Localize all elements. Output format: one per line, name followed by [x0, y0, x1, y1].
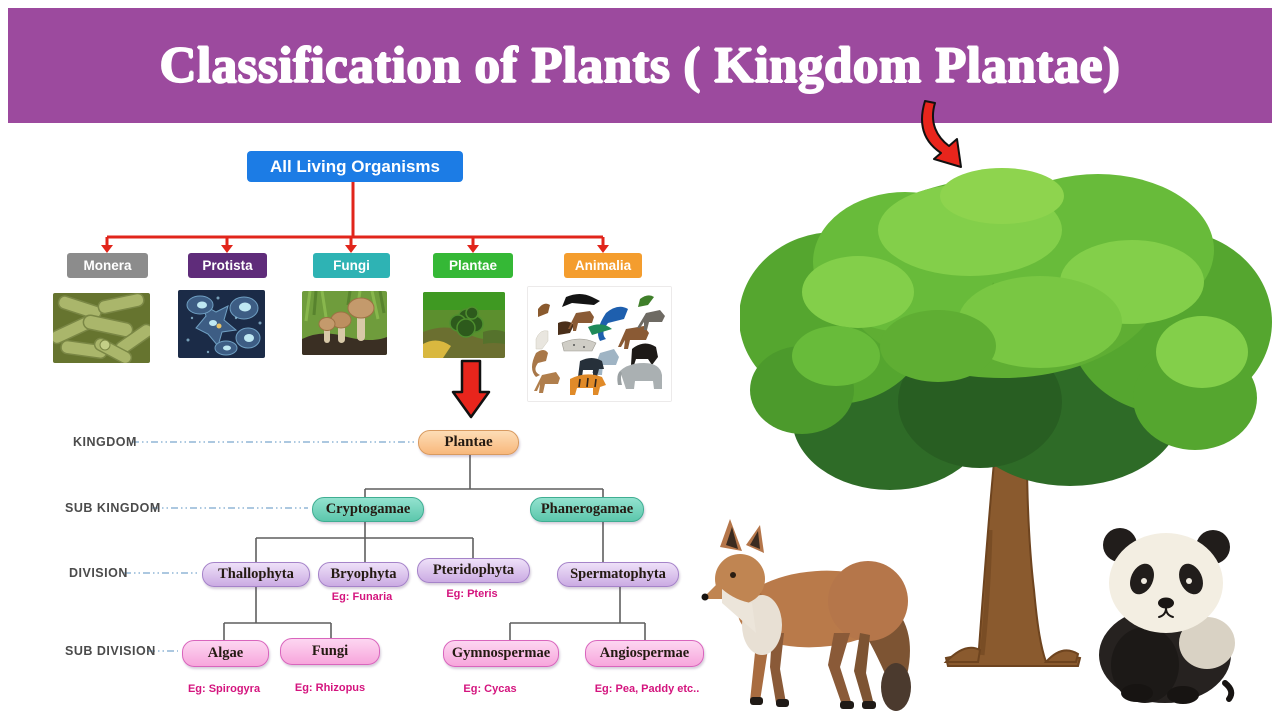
- node-cryptogamae: Cryptogamae: [312, 497, 424, 522]
- flowchart-connectors: [105, 182, 605, 246]
- node-thallophyta: Thallophyta: [202, 562, 310, 587]
- node-fungi: Fungi: [280, 638, 380, 665]
- node-spermatophyta-label: Spermatophyta: [570, 566, 666, 582]
- protista-thumbnail: [178, 290, 265, 358]
- red-curved-arrow-icon: [921, 100, 962, 168]
- fox-illustration: [701, 519, 911, 711]
- fungi-thumbnail: [302, 291, 387, 355]
- node-pteridophyta-label: Pteridophyta: [432, 562, 515, 578]
- node-angiospermae-label: Angiospermae: [599, 645, 690, 661]
- node-algae-label: Algae: [207, 645, 244, 661]
- animalia-label: Animalia: [574, 258, 632, 273]
- node-bryophyta-label: Bryophyta: [330, 566, 397, 582]
- flowchart-arrowheads: [101, 245, 609, 253]
- node-spermatophyta: Spermatophyta: [557, 562, 679, 587]
- plantae-label: Plantae: [448, 258, 498, 273]
- animalia-thumbnail: [527, 286, 672, 402]
- level-label-sub-kingdom: SUB KINGDOM: [65, 501, 161, 515]
- example-rhizopus: Eg: Rhizopus: [294, 682, 366, 694]
- red-down-arrow-icon: [451, 359, 491, 419]
- kingdom-chip-fungi: Fungi: [313, 253, 390, 278]
- monera-thumbnail: [53, 293, 150, 363]
- plantae-thumbnail: [423, 292, 505, 358]
- node-phanerogamae: Phanerogamae: [530, 497, 644, 522]
- node-phanerogamae-label: Phanerogamae: [540, 501, 634, 517]
- example-pteris: Eg: Pteris: [446, 588, 498, 600]
- kingdom-chip-monera: Monera: [67, 253, 148, 278]
- node-cryptogamae-label: Cryptogamae: [325, 501, 411, 517]
- node-fungi-label: Fungi: [311, 643, 349, 659]
- kingdom-chip-animalia: Animalia: [564, 253, 642, 278]
- all-living-organisms-box: All Living Organisms: [247, 151, 463, 182]
- level-label-sub-division: SUB DIVISION: [65, 644, 156, 658]
- page-title: Classification of Plants ( Kingdom Plant…: [159, 37, 1121, 94]
- node-gymnospermae: Gymnospermae: [443, 640, 559, 667]
- node-thallophyta-label: Thallophyta: [218, 566, 294, 582]
- node-plantae-label: Plantae: [444, 434, 493, 450]
- level-dash-lines: [124, 441, 414, 652]
- level-label-division: DIVISION: [69, 566, 128, 580]
- node-gymnospermae-label: Gymnospermae: [451, 645, 551, 661]
- node-pteridophyta: Pteridophyta: [417, 558, 530, 583]
- kingdom-chip-protista: Protista: [188, 253, 267, 278]
- taxonomy-connectors: [223, 453, 646, 640]
- node-algae: Algae: [182, 640, 269, 667]
- fungi-label: Fungi: [333, 258, 370, 273]
- tree-canopy: [740, 168, 1272, 490]
- kingdom-chip-plantae: Plantae: [433, 253, 513, 278]
- example-funaria: Eg: Funaria: [331, 591, 393, 603]
- node-angiospermae: Angiospermae: [585, 640, 704, 667]
- node-plantae: Plantae: [418, 430, 519, 455]
- header-banner: Classification of Plants ( Kingdom Plant…: [8, 8, 1272, 123]
- monera-label: Monera: [83, 258, 132, 273]
- protista-label: Protista: [202, 258, 253, 273]
- tree-illustration: [740, 168, 1272, 667]
- panda-illustration: [1099, 528, 1235, 704]
- example-cycas: Eg: Cycas: [463, 683, 517, 695]
- all-living-organisms-label: All Living Organisms: [269, 156, 441, 176]
- level-label-kingdom: KINGDOM: [73, 435, 137, 449]
- node-bryophyta: Bryophyta: [318, 562, 409, 587]
- example-pea-paddy: Eg: Pea, Paddy etc..: [594, 683, 700, 695]
- example-spirogyra: Eg: Spirogyra: [187, 683, 261, 695]
